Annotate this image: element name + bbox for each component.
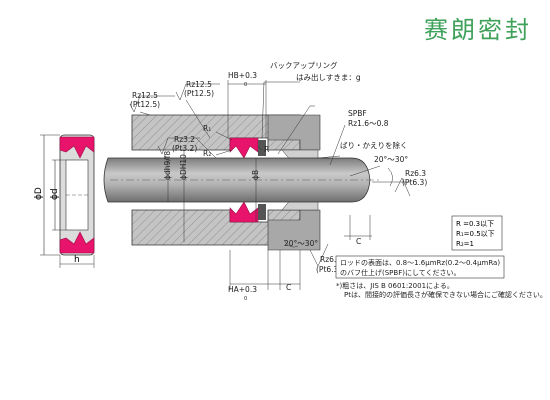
radius-row: R₂=1 xyxy=(456,240,474,248)
label-pt6-3-a: (Pt6.3) xyxy=(402,178,427,187)
radius-row: R =0.3以下 xyxy=(456,220,494,228)
note-rod-surface-1: ロッドの表面は、0.8～1.6μmRz(0.2～0.4μmRa) xyxy=(340,258,500,267)
label-pt6-3-b: (Pt6.3) xyxy=(316,265,341,274)
radius-table: R =0.3以下 R₁=0.5以下 R₂=1 xyxy=(451,215,503,251)
label-phiD: ϕD xyxy=(34,187,44,200)
label-r1: R₁ xyxy=(203,124,211,133)
brand-logo-text: 赛朗密封 xyxy=(424,16,532,44)
label-ha-tolerance: HA+0.3 xyxy=(228,285,257,294)
note-rod-surface-2: のバフ仕上げ(SPBF)にしてください。 xyxy=(340,268,461,277)
label-deburr: ばり・かえりを除く xyxy=(340,140,408,150)
label-phi-b: ϕB xyxy=(251,170,260,180)
backup-ring-lower xyxy=(258,204,266,220)
label-dh10: ϕDH10 xyxy=(179,154,188,180)
label-spbf: SPBF xyxy=(348,109,367,118)
label-h: h xyxy=(74,255,80,265)
installed-seal-upper xyxy=(229,137,266,159)
label-ha-tolerance-zero: 0 xyxy=(244,296,247,302)
label-dh9f8: ϕdh9/f8 xyxy=(163,151,172,180)
rod-surface-box xyxy=(335,255,505,279)
label-pt12-5-b: (Pt12.5) xyxy=(184,89,214,98)
label-c-bottom: C xyxy=(286,283,291,292)
label-hb-tolerance: HB+0.3 xyxy=(228,71,257,80)
note-1: *)粗さは、JIS B 0601:2001による。 xyxy=(336,281,454,290)
label-phid: ϕd xyxy=(50,188,60,200)
label-pt3-2: (Pt3.2) xyxy=(172,144,197,153)
label-r2: R₂ xyxy=(203,149,211,158)
label-backup-ring: バックアップリング xyxy=(270,60,338,70)
label-angle-top: 20°～30° xyxy=(374,155,408,164)
label-rz6-3-a: Rz6.3 xyxy=(405,169,426,178)
label-rz6-3-b: Rz6.3 xyxy=(320,255,341,264)
seal-lip-lower xyxy=(59,231,95,254)
housing-upper xyxy=(131,114,321,163)
leader-lines xyxy=(129,80,411,290)
note-2: Ptは、間接的の評価長さが確保できない場合にご確認ください。 xyxy=(344,290,547,299)
installed-seal-lower xyxy=(229,201,266,223)
backup-ring-upper xyxy=(258,140,266,156)
label-c-right: C xyxy=(356,237,361,246)
label-rz12-5-a: Rz12.5 xyxy=(132,91,158,100)
seal-lip-upper xyxy=(59,136,95,159)
label-extrusion-gap: はみ出しすきま：g xyxy=(296,72,361,82)
radius-row: R₁=0.5以下 xyxy=(456,230,495,238)
label-rz-range: Rz1.6～0.8 xyxy=(348,119,389,128)
label-hb-tolerance-zero: 0 xyxy=(244,82,247,88)
rod xyxy=(103,157,380,203)
label-rz3-2: Rz3.2 xyxy=(174,135,195,144)
label-pt12-5-a: (Pt12.5) xyxy=(130,100,160,109)
label-r: R xyxy=(264,145,269,154)
seal-cross-section: ϕD ϕd h xyxy=(34,134,95,268)
housing-lower xyxy=(131,197,321,251)
label-rz12-5-b: Rz12.5 xyxy=(186,80,212,89)
notes: ロッドの表面は、0.8～1.6μmRz(0.2～0.4μmRa) のバフ仕上げ(… xyxy=(335,255,547,299)
label-angle-bottom: 20°～30° xyxy=(284,239,318,248)
